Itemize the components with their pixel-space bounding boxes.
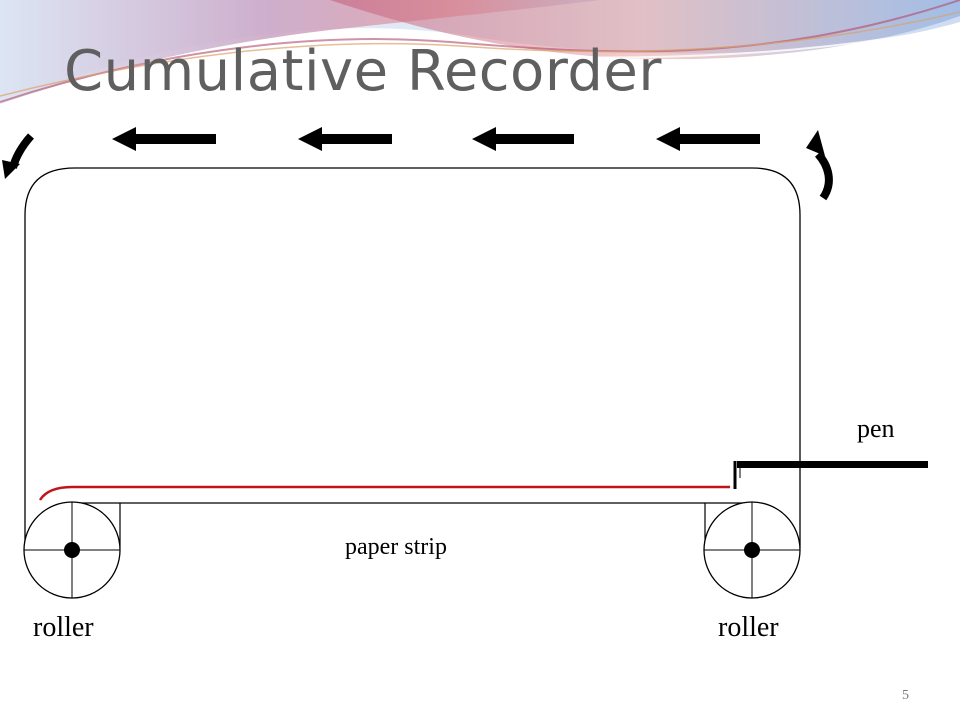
pen-label: pen — [857, 414, 895, 443]
arrow-left-icon — [112, 127, 216, 151]
roller-left-label: roller — [33, 612, 94, 643]
arrow-left-icon — [656, 127, 760, 151]
roller-right-label: roller — [718, 612, 779, 643]
header-wave-decoration — [0, 0, 960, 111]
roller-left — [23, 501, 121, 599]
slide-title: Cumulative Recorder — [64, 39, 662, 104]
belt-frame — [24, 167, 801, 548]
page-number: 5 — [902, 688, 909, 703]
roller-right — [703, 501, 801, 599]
pen-arm — [733, 461, 928, 489]
cumulative-record-trace — [38, 485, 730, 501]
arrow-left-icon — [298, 127, 392, 151]
paper-strip-label: paper strip — [345, 534, 447, 560]
arrow-left-icon — [472, 127, 574, 151]
curved-arrow-right-icon — [806, 130, 833, 201]
curved-arrow-left-icon — [2, 133, 35, 179]
